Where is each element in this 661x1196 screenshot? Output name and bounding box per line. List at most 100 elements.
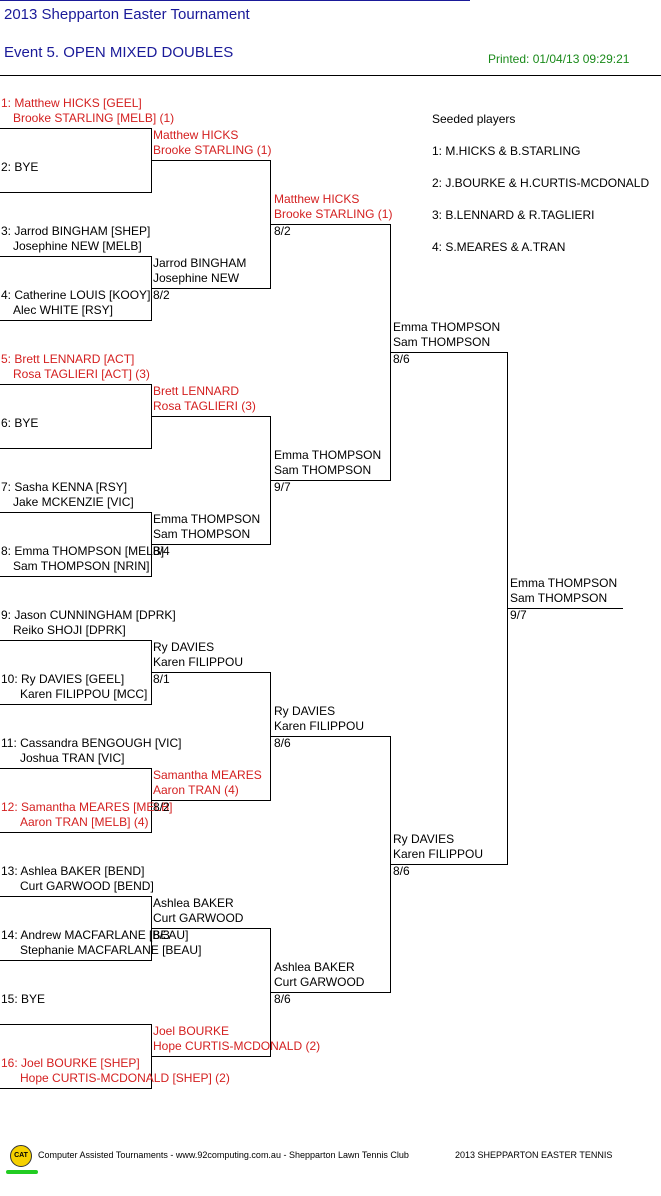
bracket-line [0, 384, 152, 385]
semifinal-score: 8/6 [393, 864, 410, 878]
draw-entry-line1: 8: Emma THOMPSON [MELB] [1, 544, 165, 558]
bracket-line [390, 864, 508, 865]
bracket-line [0, 320, 152, 321]
quarterfinal-score: 9/7 [274, 480, 291, 494]
round2-line2: Josephine NEW [153, 271, 240, 285]
round2-line2: Hope CURTIS-MCDONALD (2) [153, 1039, 321, 1053]
bracket-line [0, 192, 152, 193]
draw-entry-line1: 14: Andrew MACFARLANE [BEAU] [1, 928, 189, 942]
bracket-line [0, 512, 152, 513]
quarterfinal-score: 8/6 [274, 992, 291, 1006]
bracket-line [0, 256, 152, 257]
bracket-line [270, 736, 391, 737]
bracket-line [390, 352, 508, 353]
quarterfinal-line2: Brooke STARLING (1) [274, 207, 393, 221]
final-line2: Sam THOMPSON [510, 591, 608, 605]
bracket-line [270, 992, 391, 993]
draw-entry-line2: Alec WHITE [RSY] [13, 303, 114, 317]
bracket-line [151, 160, 271, 161]
round2-line2: Brooke STARLING (1) [153, 143, 272, 157]
draw-entry-line2: Stephanie MACFARLANE [BEAU] [20, 943, 202, 957]
draw-entry-line1: 5: Brett LENNARD [ACT] [1, 352, 135, 366]
bracket-line [0, 1024, 152, 1025]
semifinal-line2: Sam THOMPSON [393, 335, 491, 349]
round2-line1: Ashlea BAKER [153, 896, 234, 910]
draw-entry-line2: Joshua TRAN [VIC] [20, 751, 125, 765]
quarterfinal-line2: Curt GARWOOD [274, 975, 365, 989]
draw-entry-line1: 15: BYE [1, 992, 46, 1006]
semifinal-line1: Emma THOMPSON [393, 320, 501, 334]
seed-item: 1: M.HICKS & B.STARLING [432, 144, 581, 158]
cat-logo: CAT [10, 1145, 32, 1167]
round2-line1: Emma THOMPSON [153, 512, 261, 526]
draw-entry-line1: 16: Joel BOURKE [SHEP] [1, 1056, 140, 1070]
bracket-line [151, 416, 271, 417]
seed-item: 4: S.MEARES & A.TRAN [432, 240, 566, 254]
round2-line1: Jarrod BINGHAM [153, 256, 247, 270]
quarterfinal-line2: Karen FILIPPOU [274, 719, 365, 733]
draw-entry-line1: 1: Matthew HICKS [GEEL] [1, 96, 142, 110]
bracket-line [0, 832, 152, 833]
round2-score: 8/2 [153, 800, 170, 814]
printed-timestamp: Printed: 01/04/13 09:29:21 [488, 52, 630, 66]
bracket-line [0, 768, 152, 769]
draw-entry-line1: 2: BYE [1, 160, 39, 174]
draw-entry-line2: Curt GARWOOD [BEND] [20, 879, 154, 893]
draw-entry-line2: Josephine NEW [MELB] [13, 239, 142, 253]
draw-entry-line1: 9: Jason CUNNINGHAM [DPRK] [1, 608, 176, 622]
bracket-line [0, 640, 152, 641]
draw-entry-line2: Karen FILIPPOU [MCC] [20, 687, 148, 701]
round2-score: 8/3 [153, 928, 170, 942]
bracket-line [0, 576, 152, 577]
draw-entry-line1: 11: Cassandra BENGOUGH [VIC] [1, 736, 182, 750]
round2-score: 8/4 [153, 544, 170, 558]
round2-line2: Curt GARWOOD [153, 911, 244, 925]
semifinal-line2: Karen FILIPPOU [393, 847, 484, 861]
bracket-line [270, 480, 391, 481]
quarterfinal-line1: Emma THOMPSON [274, 448, 382, 462]
round2-line1: Matthew HICKS [153, 128, 239, 142]
draw-entry-line2: Brooke STARLING [MELB] (1) [13, 111, 175, 125]
round2-line2: Karen FILIPPOU [153, 655, 244, 669]
round2-line2: Rosa TAGLIERI (3) [153, 399, 256, 413]
round2-line2: Aaron TRAN (4) [153, 783, 239, 797]
draw-entry-line1: 12: Samantha MEARES [MELB] [1, 800, 173, 814]
header-top-rule [0, 0, 470, 1]
event-title: Event 5. OPEN MIXED DOUBLES [4, 44, 234, 61]
draw-entry-line1: 3: Jarrod BINGHAM [SHEP] [1, 224, 151, 238]
seeded-players-heading: Seeded players [432, 112, 516, 126]
draw-entry-line1: 10: Ry DAVIES [GEEL] [1, 672, 125, 686]
seed-item: 2: J.BOURKE & H.CURTIS-MCDONALD [432, 176, 650, 190]
draw-entry-line1: 4: Catherine LOUIS [KOOY] [1, 288, 151, 302]
quarterfinal-line1: Matthew HICKS [274, 192, 360, 206]
draw-entry-line2: Aaron TRAN [MELB] (4) [20, 815, 149, 829]
semifinal-line1: Ry DAVIES [393, 832, 455, 846]
draw-entry-line1: 13: Ashlea BAKER [BEND] [1, 864, 145, 878]
bracket-line [151, 288, 271, 289]
tournament-title: 2013 Shepparton Easter Tournament [4, 6, 250, 23]
semifinal-score: 8/6 [393, 352, 410, 366]
logo-underline [6, 1170, 38, 1174]
round2-line1: Samantha MEARES [153, 768, 262, 782]
footer-credit: Computer Assisted Tournaments - www.92co… [38, 1150, 409, 1160]
quarterfinal-score: 8/6 [274, 736, 291, 750]
round2-line2: Sam THOMPSON [153, 527, 251, 541]
seed-item: 3: B.LENNARD & R.TAGLIERI [432, 208, 595, 222]
bracket-line [507, 608, 623, 609]
round2-line1: Ry DAVIES [153, 640, 215, 654]
bracket-line [151, 1056, 271, 1057]
bracket-line [151, 544, 271, 545]
bracket-line [0, 1088, 152, 1089]
final-line1: Emma THOMPSON [510, 576, 618, 590]
round2-score: 8/2 [153, 288, 170, 302]
bracket-line [151, 672, 271, 673]
bracket-line [0, 704, 152, 705]
quarterfinal-line2: Sam THOMPSON [274, 463, 372, 477]
draw-entry-line2: Reiko SHOJI [DPRK] [13, 623, 126, 637]
round2-line1: Brett LENNARD [153, 384, 240, 398]
quarterfinal-line1: Ry DAVIES [274, 704, 336, 718]
bracket-line [151, 800, 271, 801]
bracket-line [0, 448, 152, 449]
draw-entry-line1: 6: BYE [1, 416, 39, 430]
header-rule [0, 75, 661, 76]
